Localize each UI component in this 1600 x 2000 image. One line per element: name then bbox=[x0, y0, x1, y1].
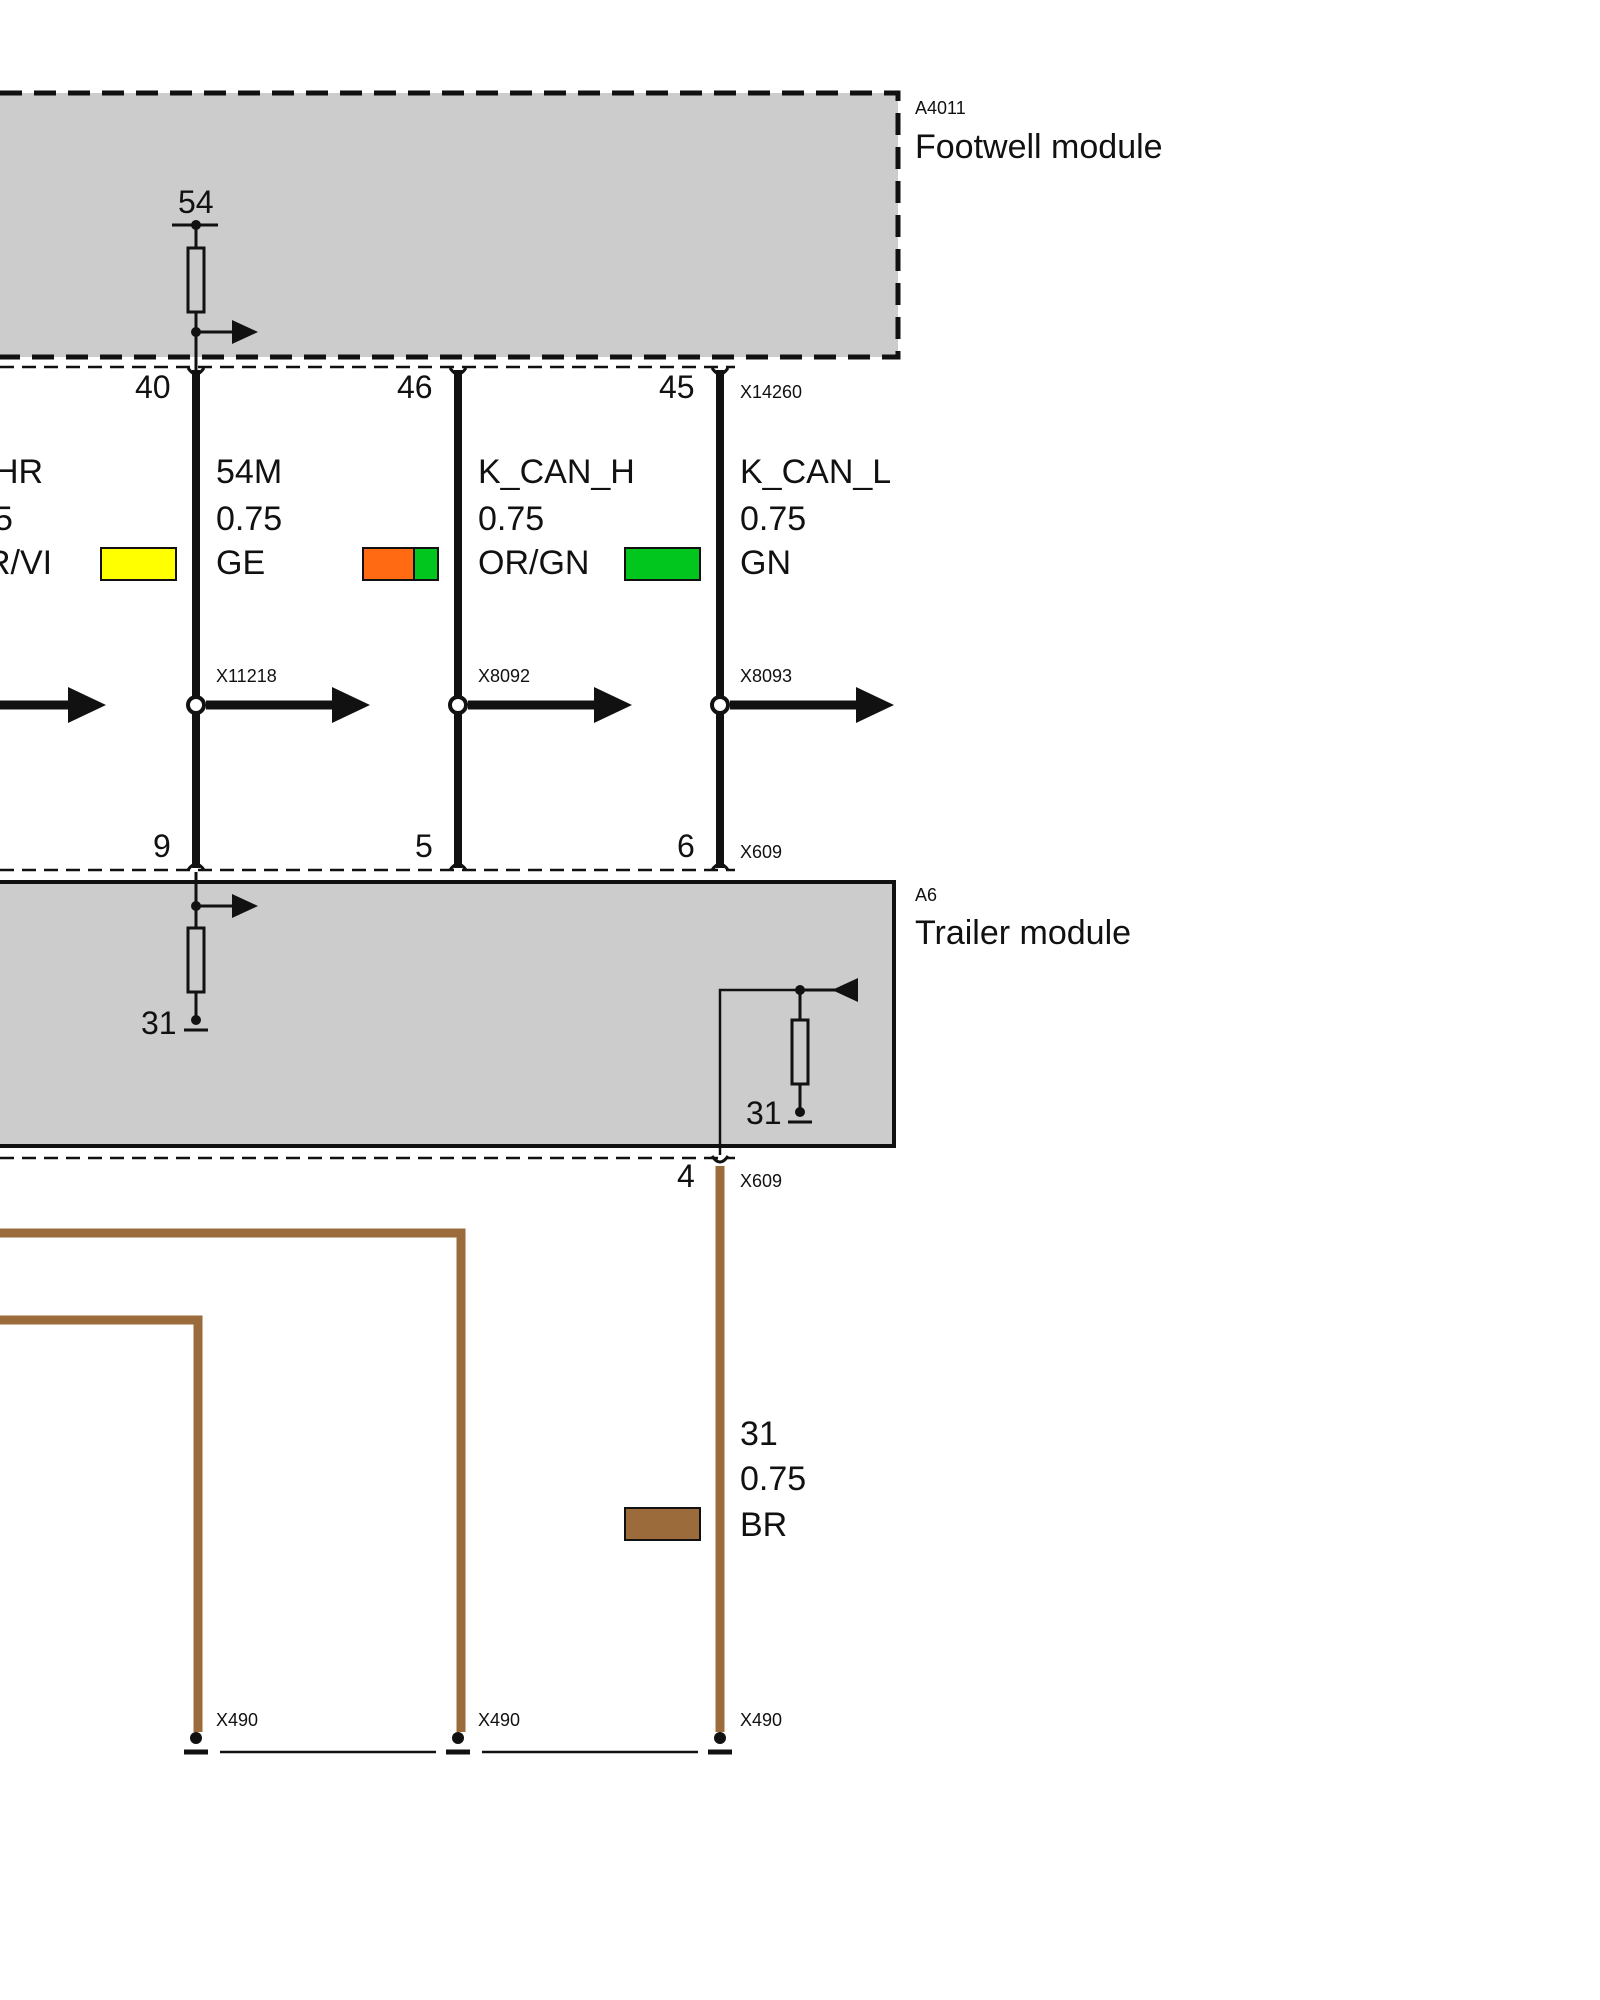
ground-point-2: X490 bbox=[446, 1710, 520, 1755]
wire-k-can-l-pin-bottom: 6 bbox=[677, 828, 695, 864]
wire-k-can-l-color-swatch bbox=[624, 547, 701, 581]
footwell-module-body bbox=[0, 93, 898, 357]
ground-point-3: X490 bbox=[708, 1710, 782, 1755]
partial-wire-size: 5 bbox=[0, 500, 13, 538]
trailer-module-body bbox=[0, 880, 896, 1148]
trailer-module-id: A6 bbox=[915, 885, 937, 905]
trailer-bottom-pin: 4 bbox=[677, 1158, 695, 1194]
wire-k-can-h-color-swatch bbox=[362, 547, 439, 581]
wire-k-can-l-name: K_CAN_L bbox=[740, 453, 891, 491]
wire-k-can-l-color: GN bbox=[740, 544, 791, 582]
footwell-module-name: Footwell module bbox=[915, 128, 1163, 166]
wire-k-can-h-pin-bottom: 5 bbox=[415, 828, 433, 864]
trailer-module-name: Trailer module bbox=[915, 914, 1131, 952]
wire-k-can-h-color: OR/GN bbox=[478, 544, 589, 582]
wire-54m-size: 0.75 bbox=[216, 500, 282, 538]
wire-k-can-h: 46 K_CAN_H 0.75 OR/GN X8092 5 bbox=[362, 367, 635, 871]
footwell-internal-pin-label: 54 bbox=[178, 184, 214, 220]
wire-k-can-l-pin-top: 45 bbox=[659, 369, 695, 405]
wire-k-can-l-splice bbox=[710, 695, 730, 715]
wire-k-can-h-splice-label: X8092 bbox=[478, 666, 530, 686]
ground-wire-size: 0.75 bbox=[740, 1460, 806, 1498]
wire-k-can-h-size: 0.75 bbox=[478, 500, 544, 538]
footwell-module: A4011 Footwell module 54 bbox=[0, 90, 1163, 370]
trailer-output-arrow bbox=[832, 978, 858, 1002]
ground-point-3-label: X490 bbox=[740, 1710, 782, 1730]
trailer-ground-left-label: 31 bbox=[141, 1005, 177, 1041]
partial-wire: HR 5 R/VI bbox=[0, 453, 106, 723]
wire-54m-pin-top: 40 bbox=[135, 369, 171, 405]
trailer-top-connector-label: X609 bbox=[740, 842, 782, 862]
wire-54m-name: 54M bbox=[216, 453, 282, 491]
wire-k-can-h-arrow bbox=[594, 687, 632, 723]
ground-wire-name: 31 bbox=[740, 1415, 778, 1453]
footwell-connector-label: X14260 bbox=[740, 382, 802, 402]
ground-point-2-label: X490 bbox=[478, 1710, 520, 1730]
wire-k-can-h-name: K_CAN_H bbox=[478, 453, 635, 491]
trailer-input-arrow bbox=[232, 894, 258, 918]
trailer-module: A6 Trailer module 31 31 bbox=[0, 872, 1131, 1155]
partial-wire-name: HR bbox=[0, 453, 43, 491]
wire-54m-splice bbox=[186, 695, 206, 715]
trailer-ground-right-label: 31 bbox=[746, 1095, 782, 1131]
ground-wire-color: BR bbox=[740, 1506, 787, 1544]
wire-k-can-l-splice-label: X8093 bbox=[740, 666, 792, 686]
wire-54m-arrow bbox=[332, 687, 370, 723]
footwell-module-id: A4011 bbox=[915, 98, 966, 118]
ground-wire-inner bbox=[0, 1315, 203, 1732]
partial-wire-color: R/VI bbox=[0, 544, 52, 582]
ground-wires: 31 0.75 BR . bbox=[0, 1166, 806, 1732]
wire-54m-color: GE bbox=[216, 544, 265, 582]
ground-point-1: X490 bbox=[184, 1710, 258, 1755]
wire-54m: 40 54M 0.75 GE X11218 9 bbox=[100, 367, 370, 871]
wire-54m-color-swatch bbox=[100, 547, 177, 581]
footwell-module-border bbox=[0, 90, 901, 360]
wire-k-can-h-splice bbox=[448, 695, 468, 715]
ground-wire-outer bbox=[0, 1228, 466, 1732]
wire-54m-pin-bottom: 9 bbox=[153, 828, 171, 864]
wire-k-can-l-arrow bbox=[856, 687, 894, 723]
wire-54m-splice-label: X11218 bbox=[216, 666, 277, 686]
wire-k-can-h-pin-top: 46 bbox=[397, 369, 433, 405]
footwell-output-arrow bbox=[232, 320, 258, 344]
ground-wire-color-swatch bbox=[624, 1507, 701, 1541]
trailer-bottom-connector-label: X609 bbox=[740, 1171, 782, 1191]
partial-wire-arrow bbox=[68, 687, 106, 723]
wire-k-can-l: 45 K_CAN_L 0.75 GN X8093 6 bbox=[624, 367, 894, 871]
wire-k-can-l-size: 0.75 bbox=[740, 500, 806, 538]
ground-point-1-label: X490 bbox=[216, 1710, 258, 1730]
